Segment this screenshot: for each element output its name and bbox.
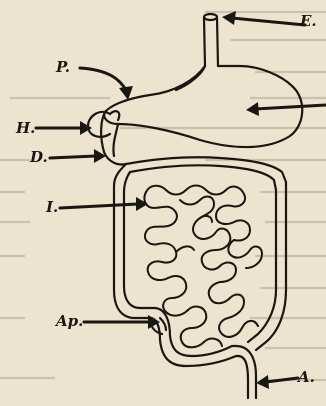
gallbladder bbox=[88, 112, 110, 137]
small-intestine bbox=[144, 186, 262, 348]
esophagus bbox=[204, 14, 218, 66]
arrow-ap bbox=[84, 315, 160, 329]
pylorus bbox=[113, 124, 118, 156]
arrow-d bbox=[50, 149, 106, 163]
arrow-stomach bbox=[246, 102, 326, 116]
bile-duct bbox=[110, 111, 119, 120]
label-ap: Ap. bbox=[56, 314, 83, 329]
arrow-e bbox=[222, 11, 305, 25]
label-a: A. bbox=[298, 370, 315, 385]
arrow-p bbox=[80, 68, 133, 100]
label-i: I. bbox=[46, 200, 58, 215]
label-e: E. bbox=[300, 14, 317, 29]
label-h: H. bbox=[16, 121, 35, 136]
label-p: P. bbox=[56, 60, 70, 75]
label-d: D. bbox=[30, 150, 48, 165]
arrow-i bbox=[60, 197, 148, 211]
transverse-colon-inner bbox=[130, 165, 276, 342]
duodenum bbox=[104, 152, 126, 165]
arrow-h bbox=[36, 121, 92, 135]
background-text-lines bbox=[0, 12, 326, 380]
arrow-a bbox=[256, 375, 298, 389]
